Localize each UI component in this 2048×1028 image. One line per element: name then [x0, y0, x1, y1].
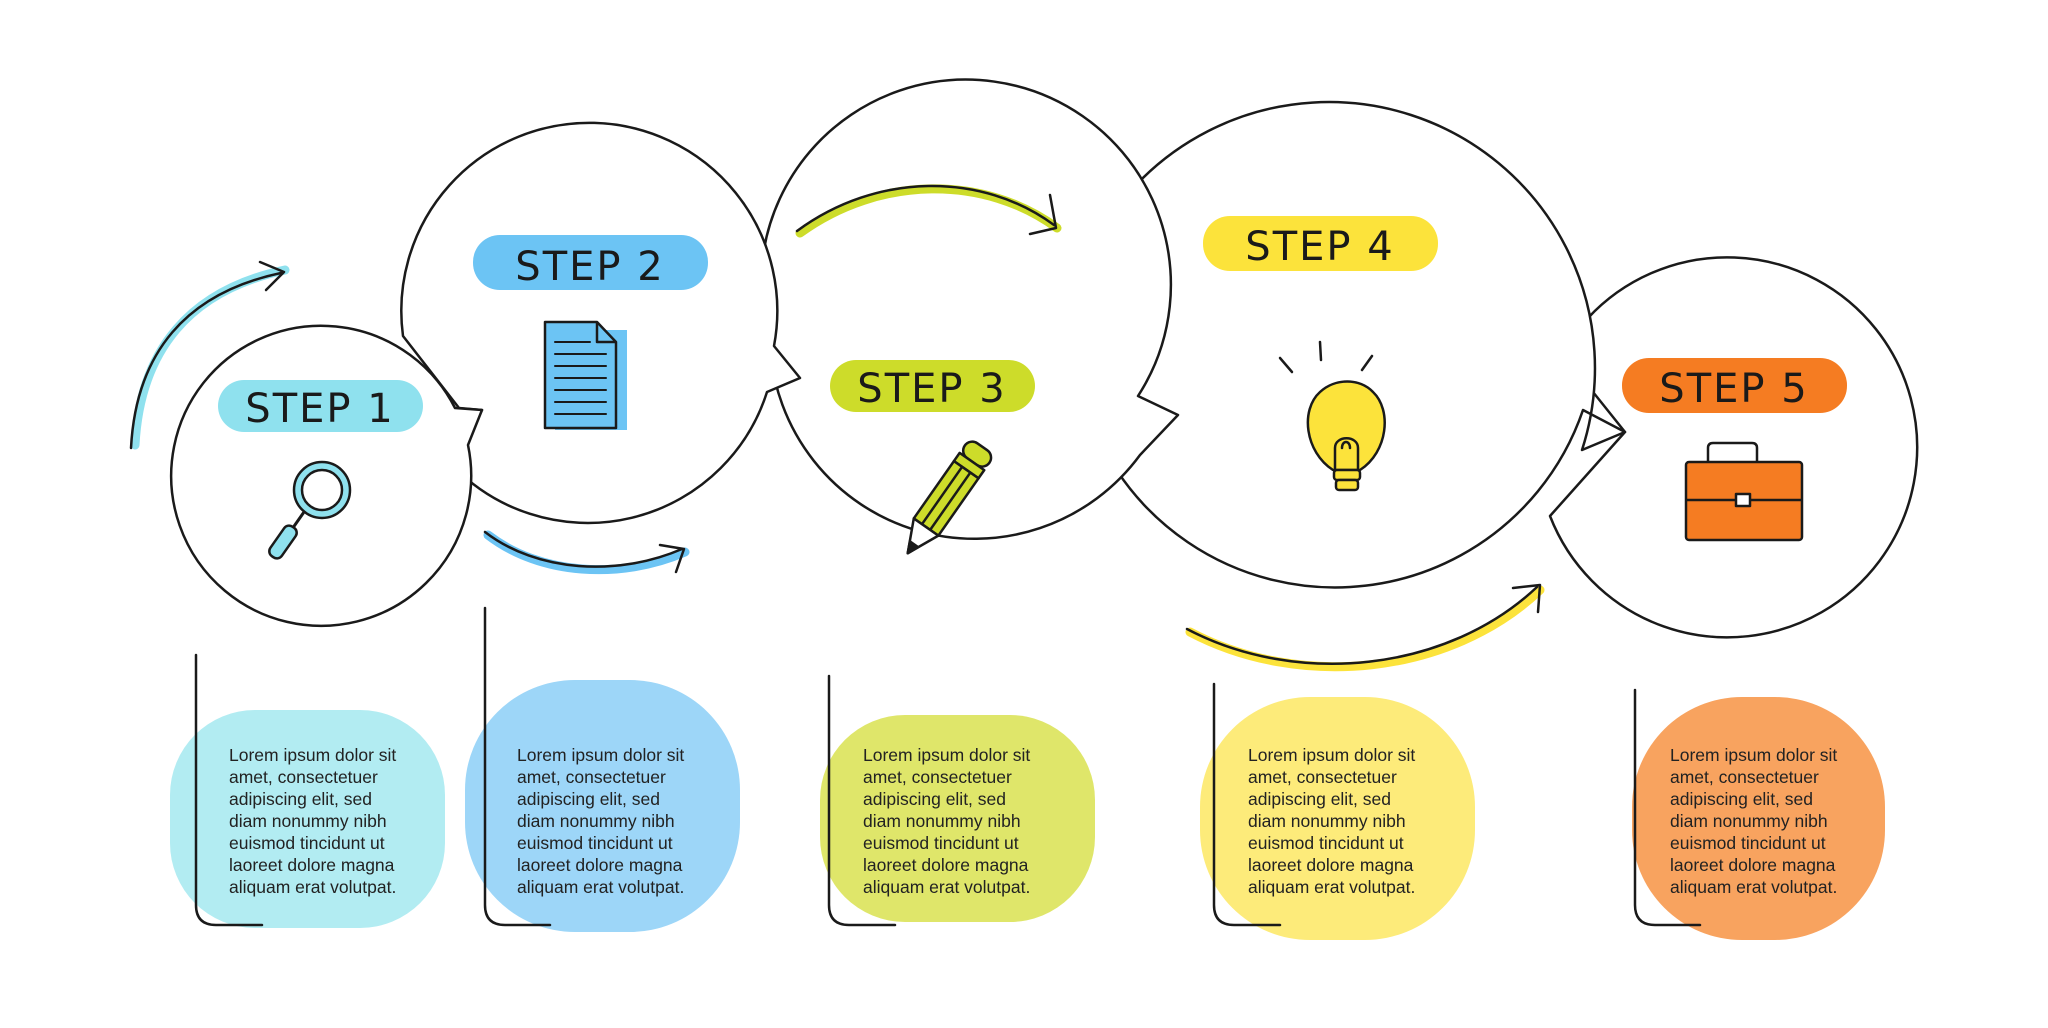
- document-icon: [543, 320, 627, 430]
- arrow-2: [483, 530, 684, 568]
- step-4-bracket: [1212, 682, 1282, 927]
- step-5-label: STEP 5: [1659, 366, 1808, 412]
- step-1-label: STEP 1: [245, 386, 394, 432]
- briefcase-icon: [1684, 441, 1804, 542]
- step-1-bracket: [194, 653, 264, 927]
- step-2-box: [465, 680, 740, 932]
- step-1-box: [170, 710, 445, 928]
- arrow-4-head: [1511, 583, 1542, 614]
- step-5-box: [1632, 697, 1885, 940]
- step-2-pill: [473, 235, 708, 290]
- step-3-label: STEP 3: [857, 366, 1006, 412]
- step-5-bracket: [1633, 688, 1702, 927]
- step-3-bracket: [827, 674, 897, 927]
- step-4-circle: [1071, 100, 1627, 589]
- arrow-4: [1185, 585, 1539, 666]
- arrow-2-head: [658, 543, 686, 574]
- lightbulb-icon: [1278, 340, 1386, 492]
- step-3-circle: [759, 78, 1180, 540]
- step-3-pill: [830, 360, 1035, 412]
- step-4-text: Lorem ipsum dolor sit amet, consectetuer…: [1248, 745, 1416, 897]
- arrow-3-highlight: [795, 184, 1062, 238]
- arrow-1: [129, 271, 283, 450]
- arrow-4-highlight: [1185, 585, 1545, 672]
- step-1-pill: [218, 380, 423, 432]
- arrow-3-head: [1028, 193, 1058, 236]
- step-3-text: Lorem ipsum dolor sit amet, consectetuer…: [863, 745, 1031, 897]
- step-5-pill: [1622, 358, 1847, 413]
- arrow-3: [795, 184, 1056, 233]
- step-3-box: [820, 715, 1095, 922]
- step-4-box: [1200, 697, 1475, 940]
- pencil-icon: [906, 440, 993, 555]
- step-5-circle: [1548, 256, 1919, 639]
- step-2-bracket: [483, 606, 552, 927]
- step-2-circle: [400, 121, 802, 525]
- step-2-text: Lorem ipsum dolor sit amet, consectetuer…: [517, 745, 685, 897]
- arrow-1-head: [258, 260, 286, 292]
- step-2-label: STEP 2: [515, 244, 664, 290]
- magnifier-icon: [268, 460, 352, 560]
- step-4-label: STEP 4: [1245, 224, 1394, 270]
- step-4-pill: [1203, 216, 1438, 271]
- step-5-text: Lorem ipsum dolor sit amet, consectetuer…: [1670, 745, 1838, 897]
- step-1-text: Lorem ipsum dolor sit amet, consectetuer…: [229, 745, 397, 897]
